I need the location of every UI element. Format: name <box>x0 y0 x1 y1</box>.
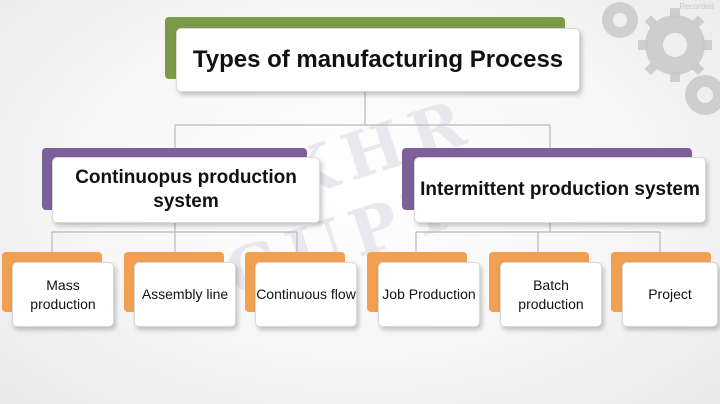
category-label: Continuopus production system <box>52 157 320 223</box>
gears-decoration-icon <box>602 2 720 115</box>
leaf-label: Mass production <box>12 262 114 327</box>
title-label: Types of manufacturing Process <box>176 28 580 92</box>
corner-label: Recorded <box>679 2 714 11</box>
leaf-label: Project <box>622 262 718 327</box>
leaf-label: Batch production <box>500 262 602 327</box>
leaf-label: Job Production <box>378 262 480 327</box>
category-label: Intermittent production system <box>414 157 706 223</box>
leaf-label: Assembly line <box>134 262 236 327</box>
leaf-label: Continuous flow <box>255 262 357 327</box>
